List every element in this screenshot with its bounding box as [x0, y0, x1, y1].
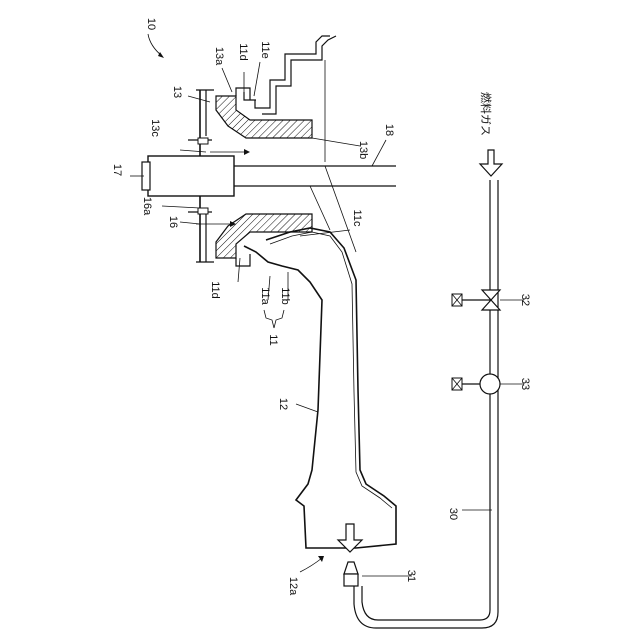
- label-12a: 12a: [287, 577, 299, 596]
- label-13a: 13a: [213, 47, 225, 66]
- label-12: 12: [277, 398, 289, 410]
- label-16a: 16a: [141, 197, 153, 216]
- label-11c: 11c: [351, 210, 363, 227]
- flow-meter-33-icon: [452, 374, 500, 394]
- label-10: 10: [145, 18, 157, 30]
- label-30: 30: [447, 508, 459, 520]
- leader-lines: [130, 62, 524, 576]
- pilot-burner: [142, 156, 396, 196]
- burner-block-upper: [216, 88, 312, 138]
- label-31: 31: [405, 570, 417, 582]
- label-11a: 11a: [259, 287, 271, 305]
- label-11b: 11b: [279, 287, 291, 305]
- label-13b: 13b: [357, 141, 369, 159]
- label-11d-bottom: 11d: [209, 281, 221, 299]
- fuel-inlet-arrow: [480, 150, 502, 176]
- label-18: 18: [383, 124, 395, 136]
- gas-supply-pipe: [354, 180, 498, 628]
- label-17: 17: [111, 164, 123, 176]
- label-fuel-gas: 燃料ガス: [479, 92, 493, 136]
- gas-nozzle: [338, 524, 362, 586]
- label-32: 32: [519, 294, 531, 306]
- label-11d-top: 11d: [237, 43, 249, 61]
- label-13c: 13c: [149, 119, 161, 137]
- label-13: 13: [171, 86, 183, 98]
- label-33: 33: [519, 378, 531, 390]
- label-16: 16: [167, 216, 179, 228]
- valve-32-icon: [452, 290, 500, 310]
- label-11e: 11e: [259, 41, 271, 59]
- label-11: 11: [267, 334, 279, 345]
